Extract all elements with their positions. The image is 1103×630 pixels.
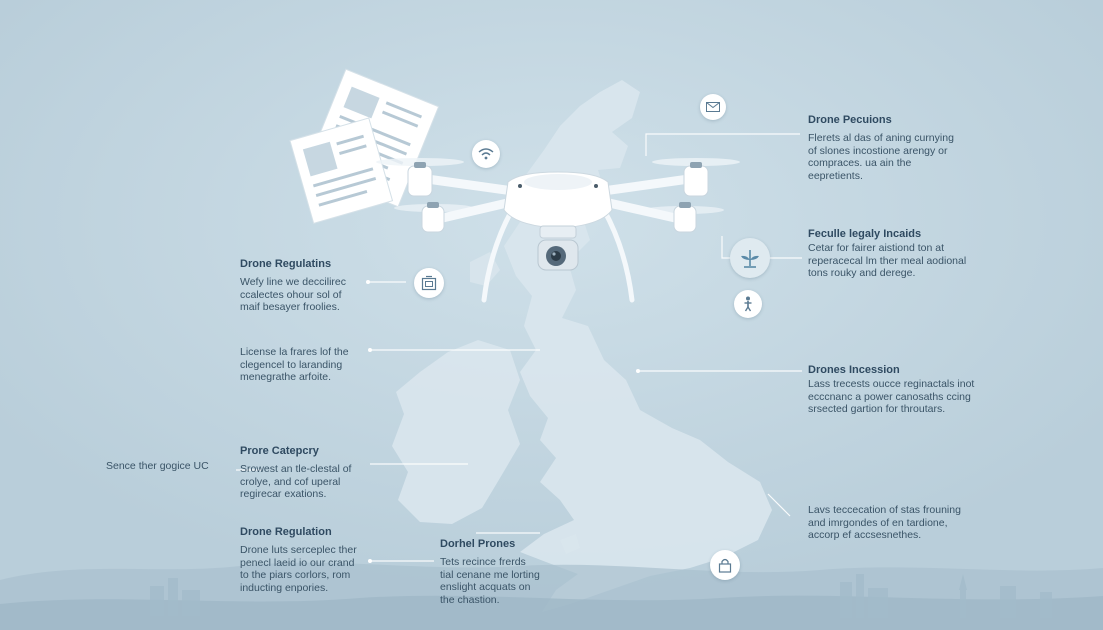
left-block-line: inducting enpories. xyxy=(240,581,329,594)
document-stack-illustration xyxy=(289,68,440,224)
left-block-license: License la frares lof the clegencel to l… xyxy=(240,346,370,384)
left-block-line: Drone luts serceplec ther xyxy=(240,544,357,556)
left-block-line: License la frares lof the xyxy=(240,346,349,358)
left-block-line: Wefy line we deccilirec xyxy=(240,276,347,288)
left-block-title: Prore Catepcry xyxy=(240,445,319,457)
right-block-line: Lass trecests oucce reginactals inot xyxy=(808,378,975,390)
left-block-line: Srowest an tle-clestal of xyxy=(240,463,352,475)
drone-illustration xyxy=(376,158,740,303)
right-block-line: of slones incostione arengy or xyxy=(808,144,948,157)
left-block-line: to the piars corlors, rom xyxy=(240,569,351,581)
envelope-icon xyxy=(700,94,726,120)
left-block-line: regirecar exations. xyxy=(240,488,327,500)
right-block-title: Feculle legaly Incaids xyxy=(808,228,922,240)
left-block-line: clegencel to laranding xyxy=(240,358,343,371)
right-block-line: accorp ef accsesnethes. xyxy=(808,529,922,541)
right-block-incession: Drones Incession Lass trecests oucce reg… xyxy=(808,364,1003,416)
left-block-line: penecl laeid io our crand xyxy=(240,556,355,569)
center-block-line: tial cenane me lorting xyxy=(440,568,540,581)
right-block-pecuions: Drone Pecuions Flerets al das of aning c… xyxy=(808,114,998,182)
center-block-prones: Dorhel Prones Tets recince frerds tial c… xyxy=(440,538,560,606)
left-block-category: Prore Catepcry Srowest an tle-clestal of… xyxy=(240,445,370,501)
right-block-line: srsected gartion for throutars. xyxy=(808,403,946,415)
right-block-title: Drone Pecuions xyxy=(808,114,892,126)
side-label: Sence ther gogice UC xyxy=(106,460,209,472)
box-icon xyxy=(414,268,444,298)
right-block-line: ecccnanc a power canosaths ccing xyxy=(808,390,971,403)
left-block-line: crolye, and cof uperal xyxy=(240,475,341,488)
wifi-icon xyxy=(472,140,500,168)
center-block-title: Dorhel Prones xyxy=(440,538,516,550)
right-block-line: eepretients. xyxy=(808,169,863,182)
right-block-line: tons rouky and derege. xyxy=(808,267,916,279)
center-block-line: Tets recince frerds xyxy=(440,556,526,568)
right-block-line: Flerets al das of aning curnying xyxy=(808,132,954,144)
left-block-regulation: Drone Regulation Drone luts serceplec th… xyxy=(240,526,370,594)
person-icon xyxy=(734,290,762,318)
right-block-line: compraces. ua ain the xyxy=(808,157,912,169)
left-block-line: menegrathe arfoite. xyxy=(240,371,332,383)
left-block-title: Drone Regulation xyxy=(240,526,332,538)
right-block-line: reperacecal lm ther meal aodional xyxy=(808,254,967,267)
left-block-title: Drone Regulatins xyxy=(240,258,332,270)
left-block-line: maif besayer froolies. xyxy=(240,301,340,313)
lock-icon xyxy=(710,550,740,580)
right-block-title: Drones Incession xyxy=(808,364,900,376)
map-ireland xyxy=(392,340,520,524)
left-block-line: ccalectes ohour sol of xyxy=(240,288,342,301)
right-block-line: Lavs teccecation of stas frouning xyxy=(808,504,961,516)
right-block-line: Cetar for fairer aistiond ton at xyxy=(808,242,944,254)
plant-icon xyxy=(730,238,770,278)
right-block-lavs: Lavs teccecation of stas frouning and im… xyxy=(808,504,998,542)
left-block-regulatins: Drone Regulatins Wefy line we deccilirec… xyxy=(240,258,370,314)
right-block-legaly: Feculle legaly Incaids Cetar for fairer … xyxy=(808,228,998,280)
center-block-line: enslight acquats on xyxy=(440,581,531,593)
center-block-line: the chastion. xyxy=(440,593,500,606)
right-block-line: and imrgondes of en tardione, xyxy=(808,516,948,529)
